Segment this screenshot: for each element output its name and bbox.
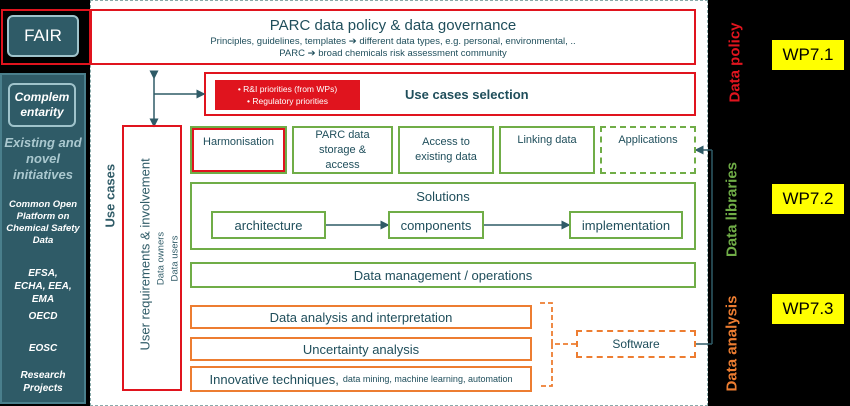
applications-label: Applications bbox=[618, 134, 678, 146]
existing-initiatives-label: Existing and novel initiatives bbox=[4, 135, 82, 182]
data-policy-label: Data policy bbox=[726, 22, 744, 103]
software-label: Software bbox=[612, 337, 660, 351]
fair-box: FAIR bbox=[7, 15, 79, 57]
solutions-box: Solutions bbox=[190, 182, 696, 250]
implementation-box: implementation bbox=[569, 211, 683, 239]
priority-rni: R&I priorities (from WPs) bbox=[243, 84, 338, 94]
harmonisation-box: Harmonisation bbox=[190, 126, 287, 174]
policy-box: PARC data policy & data governance Princ… bbox=[90, 9, 696, 65]
solutions-title: Solutions bbox=[416, 189, 470, 204]
fair-label: FAIR bbox=[24, 26, 62, 45]
initiatives-panel: Complem entarity Existing and novel init… bbox=[0, 73, 86, 404]
components-box: components bbox=[388, 211, 484, 239]
linking-data-box: Linking data bbox=[499, 126, 595, 174]
innovative-sub-label: data mining, machine learning, automatio… bbox=[342, 374, 513, 384]
storage-label: PARC data storage & access bbox=[315, 128, 370, 171]
data-management-box: Data management / operations bbox=[190, 262, 696, 288]
policy-line-2: PARC ➔ broad chemicals risk assessment c… bbox=[279, 48, 507, 59]
data-owners-label: Data owners bbox=[155, 231, 167, 286]
wp72-badge: WP7.2 bbox=[772, 184, 844, 214]
oecd-label: OECD bbox=[28, 311, 58, 322]
storage-box: PARC data storage & access bbox=[292, 126, 393, 174]
implementation-label: implementation bbox=[581, 217, 671, 233]
use-cases-label: Use cases bbox=[102, 163, 118, 228]
user-requirements-title: User requirements & involvement bbox=[137, 158, 153, 351]
use-cases-selection-label: Use cases selection bbox=[405, 87, 529, 102]
policy-title: PARC data policy & data governance bbox=[269, 17, 517, 34]
architecture-box: architecture bbox=[211, 211, 326, 239]
data-analysis-side-label: Data analysis bbox=[723, 295, 741, 392]
innovative-box: Innovative techniques, data mining, mach… bbox=[190, 366, 532, 392]
harmonisation-label: Harmonisation bbox=[203, 136, 274, 148]
policy-line-1: Principles, guidelines, templates ➔ diff… bbox=[210, 36, 576, 47]
software-box: Software bbox=[576, 330, 696, 358]
priorities-box: • R&I priorities (from WPs) • Regulatory… bbox=[215, 80, 360, 110]
data-users-label: Data users bbox=[169, 235, 181, 282]
innovative-label: Innovative techniques, bbox=[209, 371, 339, 387]
complementarity-label: Complem entarity bbox=[14, 90, 70, 119]
uncertainty-label: Uncertainty analysis bbox=[302, 341, 420, 357]
uncertainty-box: Uncertainty analysis bbox=[190, 337, 532, 361]
applications-box: Applications bbox=[600, 126, 696, 174]
access-existing-label: Access to existing data bbox=[415, 136, 477, 163]
data-management-label: Data management / operations bbox=[353, 267, 533, 283]
arrow-right-icon: ➔ bbox=[348, 36, 357, 47]
agencies-label: EFSA, ECHA, EEA, EMA bbox=[14, 268, 72, 305]
wp71-badge: WP7.1 bbox=[772, 40, 844, 70]
data-libraries-label: Data libraries bbox=[723, 161, 741, 258]
research-projects-label: Research Projects bbox=[20, 370, 66, 394]
user-requirements-box bbox=[122, 125, 182, 391]
architecture-label: architecture bbox=[234, 217, 303, 233]
copc-label: Common Open Platform on Chemical Safety … bbox=[6, 199, 80, 246]
access-existing-box: Access to existing data bbox=[398, 126, 494, 174]
components-label: components bbox=[400, 217, 472, 233]
data-analysis-label: Data analysis and interpretation bbox=[269, 309, 453, 325]
eosc-label: EOSC bbox=[28, 343, 58, 354]
arrow-right-icon: ➔ bbox=[307, 48, 316, 59]
priority-regulatory: Regulatory priorities bbox=[252, 96, 328, 106]
data-analysis-box: Data analysis and interpretation bbox=[190, 305, 532, 329]
linking-data-label: Linking data bbox=[517, 134, 577, 146]
wp73-badge: WP7.3 bbox=[772, 294, 844, 324]
complementarity-box: Complem entarity bbox=[8, 83, 76, 127]
